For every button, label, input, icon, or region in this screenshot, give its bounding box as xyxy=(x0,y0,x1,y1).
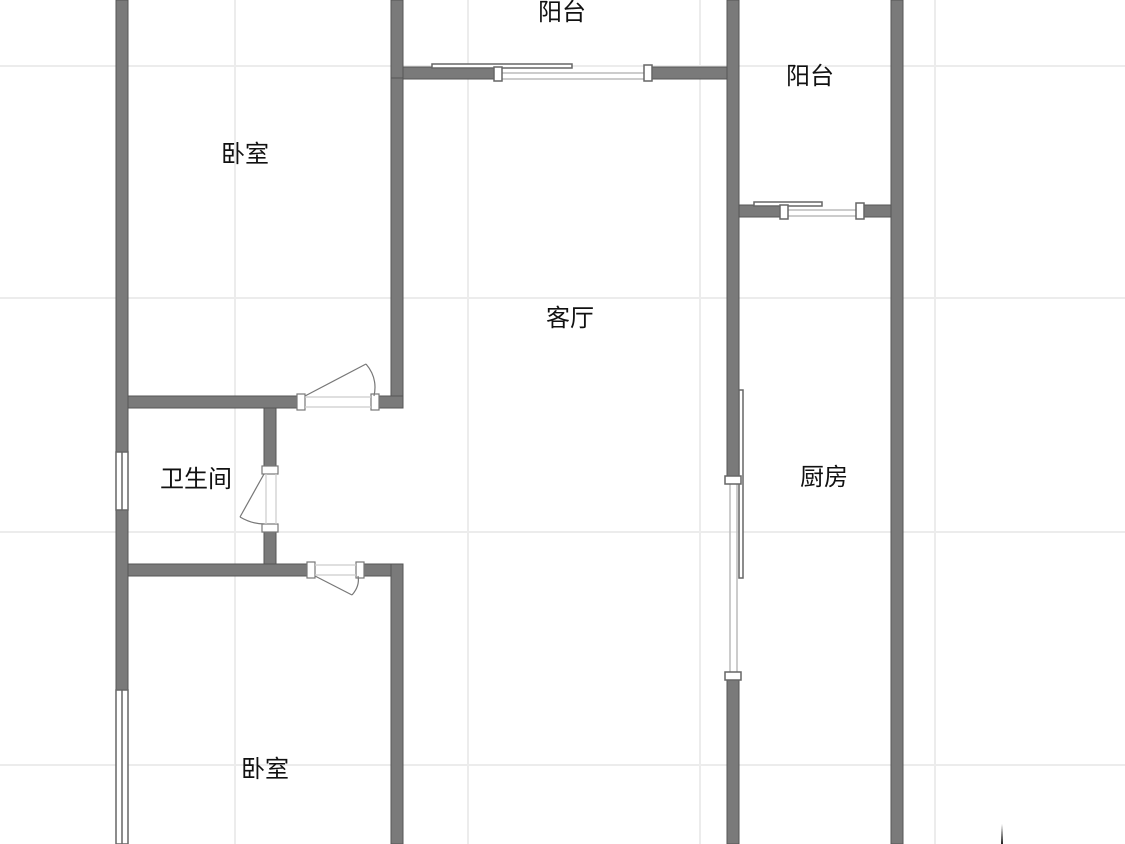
windows xyxy=(115,451,129,844)
north-arrow-icon xyxy=(1001,824,1003,844)
walls xyxy=(115,0,904,844)
sliding-doors xyxy=(431,63,865,681)
room-label-bathroom: 卫生间 xyxy=(160,465,232,493)
room-label-balcony-right: 阳台 xyxy=(786,62,834,90)
room-label-balcony-top: 阳台 xyxy=(538,0,586,26)
room-label-bedroom-bottom: 卧室 xyxy=(241,755,289,783)
swing-doors xyxy=(239,363,380,596)
room-label-kitchen: 厨房 xyxy=(800,463,848,491)
room-label-bedroom-top: 卧室 xyxy=(221,140,269,168)
room-label-living-room: 客厅 xyxy=(546,304,594,332)
